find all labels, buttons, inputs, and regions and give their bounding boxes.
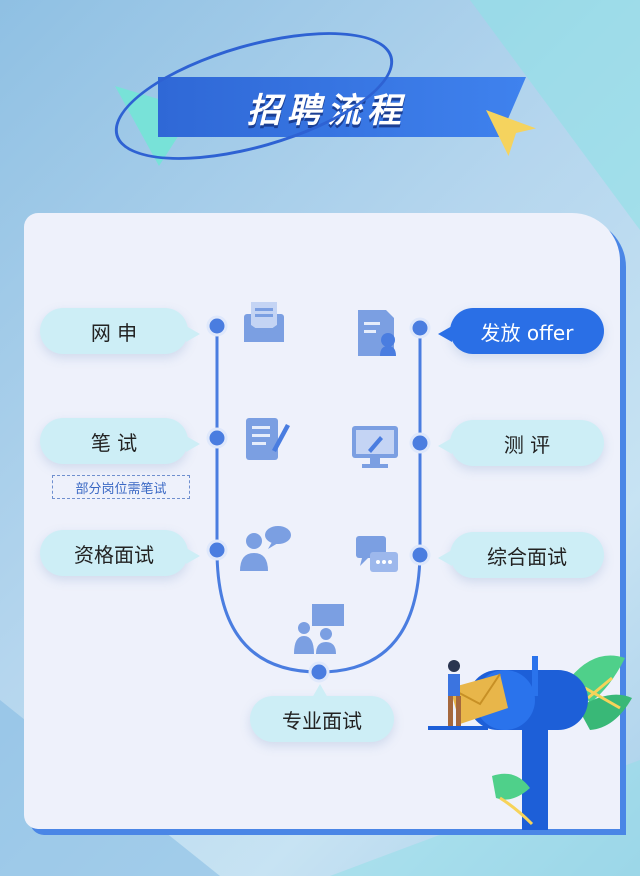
node-assessment <box>409 432 431 454</box>
node-qualification-interview <box>206 539 228 561</box>
node-apply <box>206 315 228 337</box>
step-professional-interview[interactable]: 专业面试 <box>250 684 394 742</box>
step-apply[interactable]: 网 申 <box>40 308 200 354</box>
chat-bubbles-icon <box>356 536 398 572</box>
page-title: 招聘流程 <box>158 77 526 137</box>
step-offer[interactable]: 发放 offer <box>438 308 604 354</box>
certificate-icon <box>358 310 396 356</box>
step-comprehensive-interview-label: 综合面试 <box>487 544 567 569</box>
presenter-icon <box>294 604 344 654</box>
document-pen-icon <box>246 418 290 460</box>
envelope-icon <box>244 302 284 342</box>
step-qualification-interview[interactable]: 资格面试 <box>40 530 200 576</box>
step-offer-label: 发放 offer <box>480 320 574 345</box>
step-comprehensive-interview[interactable]: 综合面试 <box>438 532 604 578</box>
node-professional-interview <box>308 661 330 683</box>
step-written-test-label: 笔 试 <box>90 430 138 455</box>
step-qualification-interview-label: 资格面试 <box>74 542 154 567</box>
step-assessment-label: 测 评 <box>503 432 551 457</box>
node-offer <box>409 317 431 339</box>
mailbox-icon <box>428 655 632 830</box>
written-test-note: 部分岗位需笔试 <box>52 475 190 499</box>
step-professional-interview-label: 专业面试 <box>282 708 362 733</box>
step-assessment[interactable]: 测 评 <box>438 420 604 466</box>
node-comprehensive-interview <box>409 544 431 566</box>
node-written-test <box>206 427 228 449</box>
chat-person-icon <box>240 526 291 571</box>
monitor-pen-icon <box>352 426 398 468</box>
step-apply-label: 网 申 <box>90 320 138 345</box>
step-written-test[interactable]: 笔 试 <box>40 418 200 464</box>
